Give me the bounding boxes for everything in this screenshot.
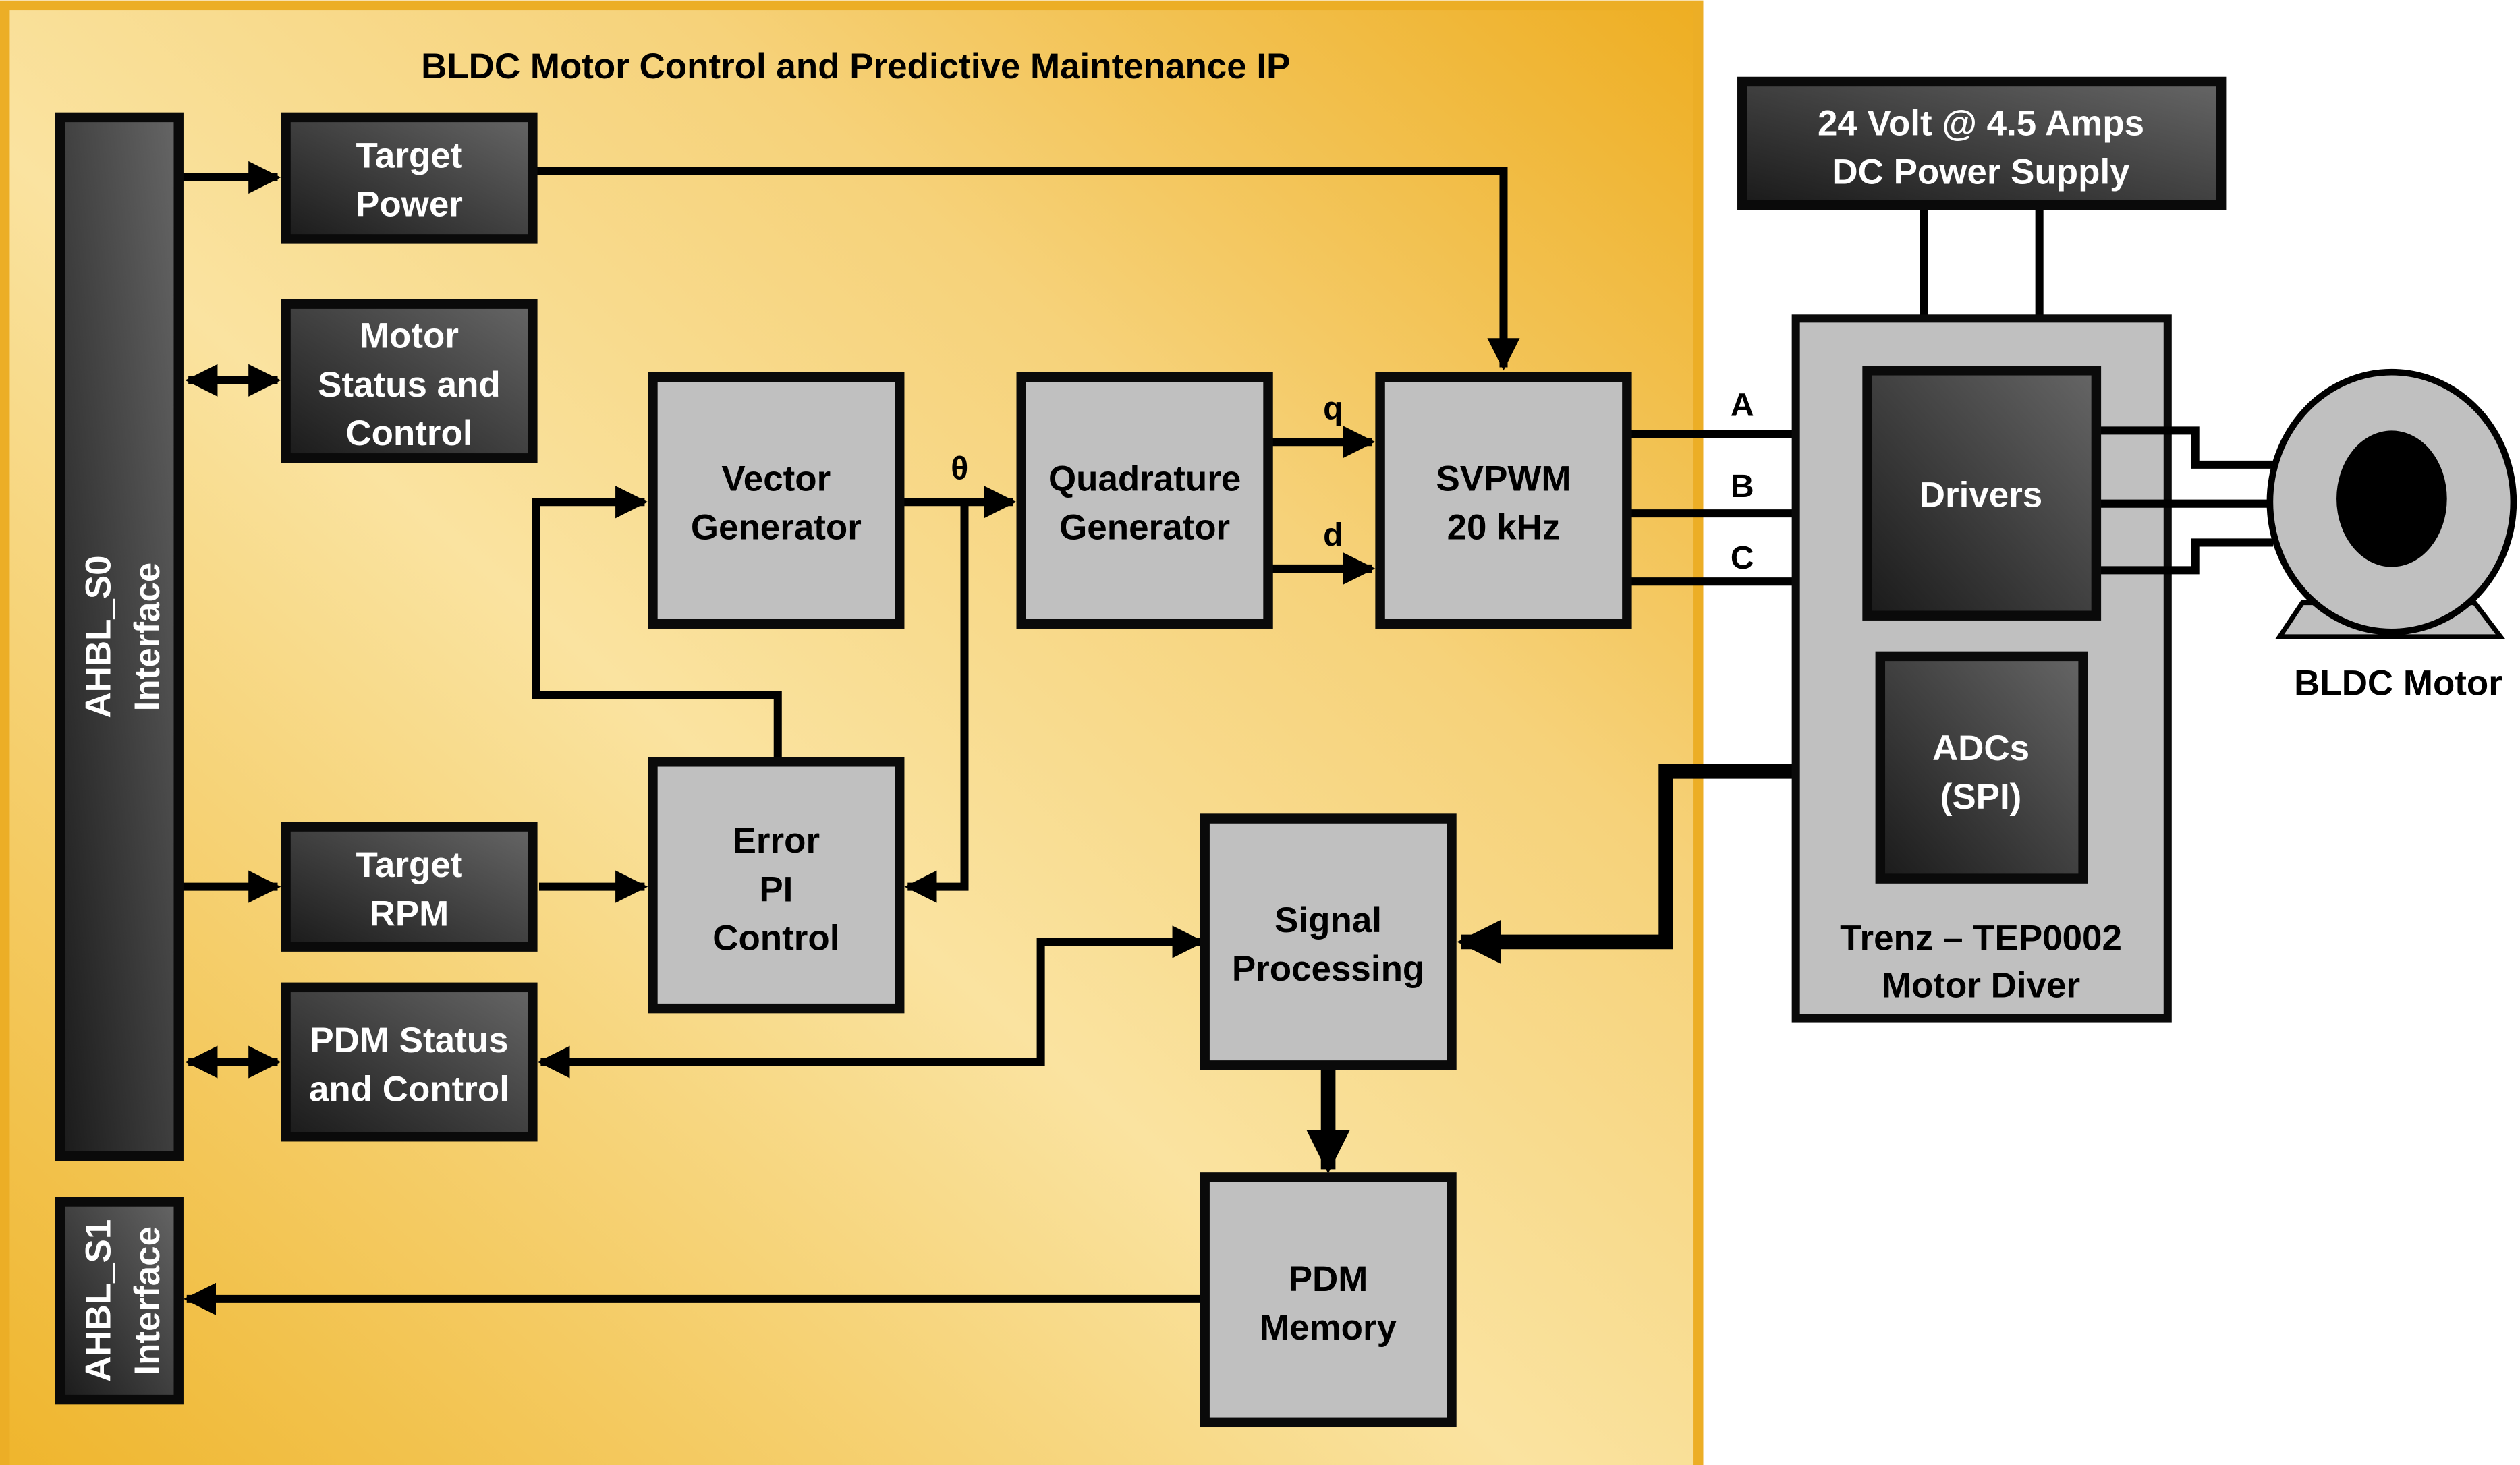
motor-status-line-2: Status and [318, 365, 501, 405]
vector-generator-line-2: Generator [691, 508, 862, 548]
pdm-status-line-2: and Control [309, 1069, 509, 1109]
arrow-signal-pdm-status [537, 925, 1205, 1079]
signal-processing-block[interactable]: Signal Processing [1200, 813, 1457, 1070]
bldc-motor-icon [2266, 368, 2517, 639]
signal-processing-line-1: Signal [1275, 900, 1382, 940]
motor-status-line-3: Control [345, 413, 472, 453]
ahbl-s0-label: AHBL_S0 [79, 555, 119, 718]
ip-title: BLDC Motor Control and Predictive Mainte… [421, 47, 1290, 86]
ahbl-s0-interface[interactable]: AHBL_S0 Interface [55, 112, 184, 1161]
motor-status-line-1: Motor [360, 316, 459, 356]
pdm-memory-line-1: PDM [1289, 1259, 1368, 1299]
ahbl-s1-label: AHBL_S1 [79, 1219, 119, 1382]
target-rpm-block[interactable]: Target RPM [281, 822, 538, 952]
quadrature-generator-block[interactable]: Quadrature Generator [1016, 372, 1273, 629]
arrow-adcs-to-signal [1457, 764, 1877, 964]
error-pi-block[interactable]: Error PI Control [648, 757, 905, 1014]
motor-status-block[interactable]: Motor Status and Control [281, 299, 538, 463]
pdm-status-block[interactable]: PDM Status and Control [281, 982, 538, 1142]
arrow-theta-feedback [904, 502, 969, 903]
target-power-line-1: Target [356, 136, 463, 176]
power-supply-line-1: 24 Volt @ 4.5 Amps [1818, 103, 2144, 143]
bldc-motor-label: BLDC Motor [2294, 664, 2502, 703]
target-rpm-line-1: Target [356, 845, 463, 885]
power-supply-line-2: DC Power Supply [1832, 152, 2130, 192]
vector-generator-line-1: Vector [721, 459, 831, 498]
signal-b-label: B [1731, 468, 1754, 505]
signal-processing-line-2: Processing [1232, 949, 1424, 989]
motor-driver-line-2: Motor Diver [1882, 965, 2080, 1005]
adcs-block[interactable]: ADCs (SPI) [1875, 651, 2088, 884]
drivers-block[interactable]: Drivers [1862, 366, 2102, 621]
quadrature-generator-line-2: Generator [1059, 508, 1230, 548]
motor-phase-wires [2099, 426, 2274, 575]
signal-q-label: q [1323, 391, 1343, 427]
vector-generator-block[interactable]: Vector Generator [648, 372, 905, 629]
signal-d-label: d [1323, 517, 1343, 553]
target-power-block[interactable]: Target Power [281, 112, 538, 244]
power-supply-block[interactable]: 24 Volt @ 4.5 Amps DC Power Supply [1737, 76, 2227, 210]
motor-driver-line-1: Trenz – TEP0002 [1840, 918, 2122, 958]
signal-c-label: C [1731, 540, 1754, 576]
target-power-line-2: Power [356, 185, 463, 225]
adcs-line-2: (SPI) [1940, 777, 2022, 817]
target-rpm-line-2: RPM [370, 894, 449, 933]
ahbl-s0-sublabel: Interface [128, 563, 167, 712]
ahbl-s1-sublabel: Interface [128, 1226, 167, 1375]
pdm-memory-line-2: Memory [1260, 1308, 1397, 1348]
arrow-error-pi-to-vector [532, 486, 782, 759]
drivers-label: Drivers [1920, 475, 2042, 515]
arrow-target-power-to-svpwm [536, 167, 1520, 371]
ahbl-s1-interface[interactable]: AHBL_S1 Interface [55, 1197, 184, 1405]
error-pi-line-1: Error [733, 821, 820, 861]
signal-theta-label: θ [951, 451, 968, 487]
svpwm-line-1: SVPWM [1436, 459, 1571, 498]
pdm-memory-block[interactable]: PDM Memory [1200, 1172, 1457, 1428]
signal-a-label: A [1731, 387, 1754, 424]
svpwm-block[interactable]: SVPWM 20 kHz [1375, 372, 1632, 629]
adcs-line-1: ADCs [1932, 728, 2029, 768]
error-pi-line-3: Control [712, 918, 839, 958]
error-pi-line-2: PI [759, 869, 793, 909]
connectors [181, 161, 2044, 1315]
svpwm-line-2: 20 kHz [1447, 508, 1561, 548]
pdm-status-line-1: PDM Status [310, 1021, 508, 1060]
quadrature-generator-line-1: Quadrature [1048, 459, 1241, 498]
